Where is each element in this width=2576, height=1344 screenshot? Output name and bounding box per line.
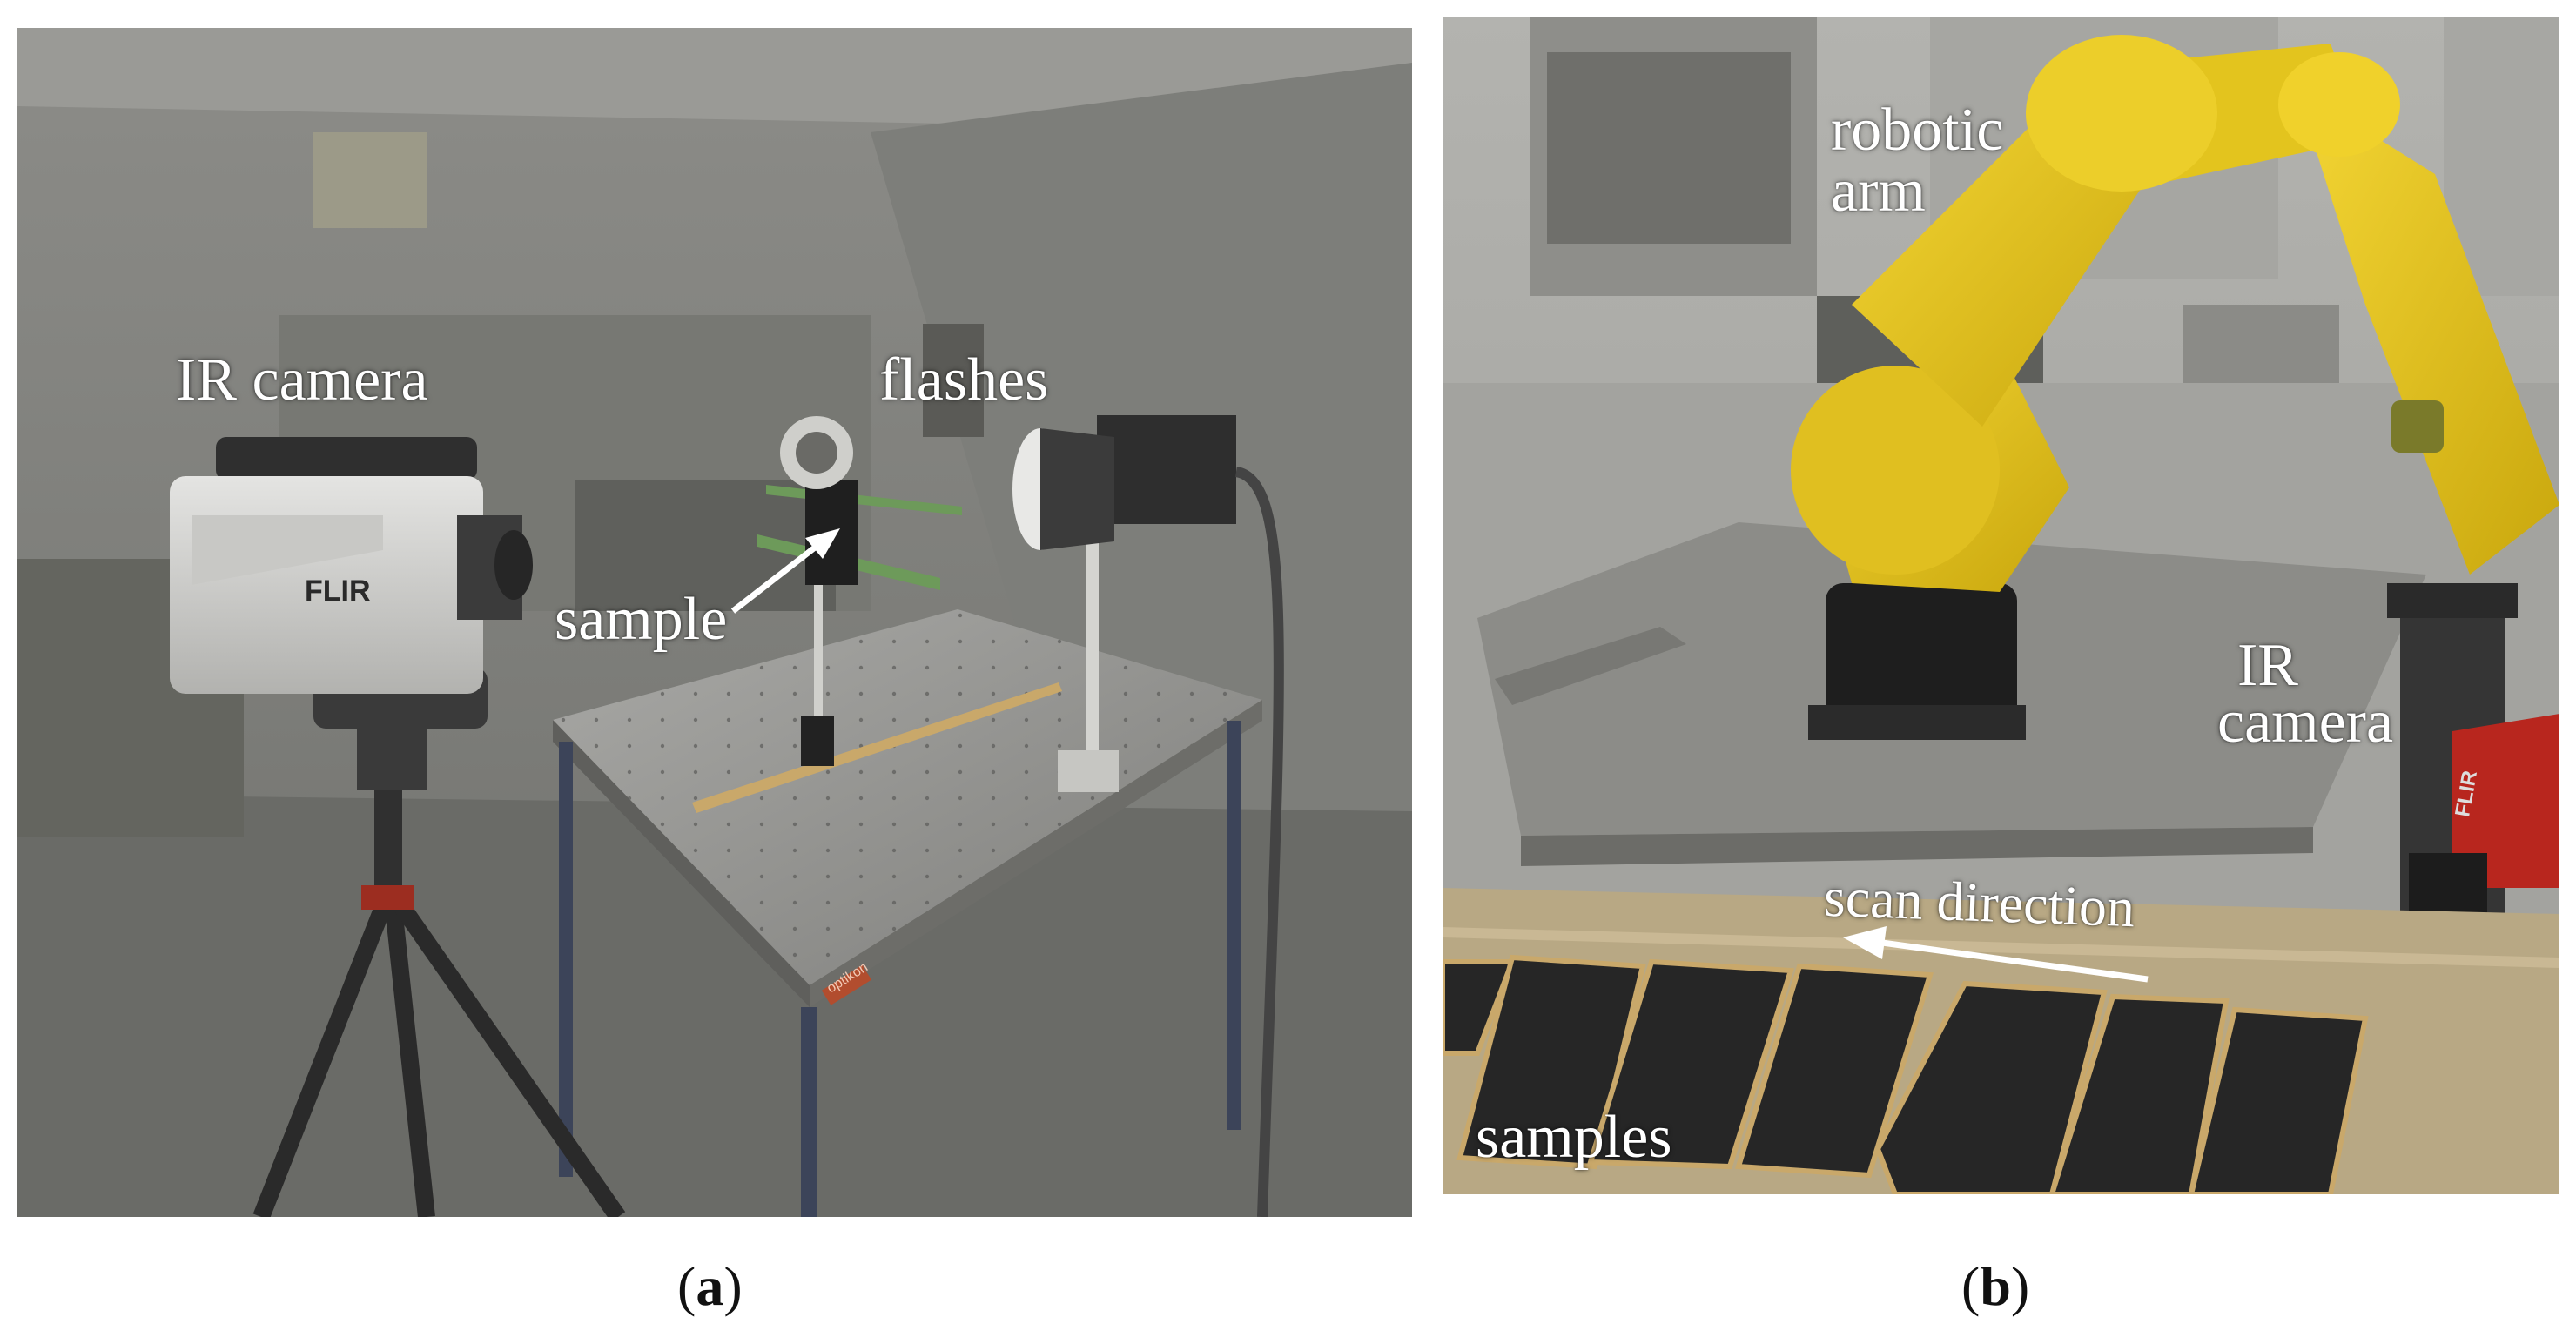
samples-label: samples bbox=[1476, 1104, 1672, 1171]
robot-setup-photo-b bbox=[1443, 17, 2559, 1194]
caption-a-close: ) bbox=[723, 1255, 743, 1317]
flashes-label: flashes bbox=[879, 346, 1049, 413]
scan-direction-label: scan direction bbox=[1822, 865, 2136, 939]
ir-camera-label-line2: camera bbox=[2217, 689, 2394, 756]
lab-setup-photo-a bbox=[17, 28, 1412, 1217]
sample-label: sample bbox=[555, 586, 728, 653]
ir-camera-label-line1: IR bbox=[2237, 632, 2298, 699]
caption-b-close: ) bbox=[2010, 1255, 2030, 1317]
caption-b-letter: b bbox=[1980, 1255, 2011, 1317]
camera-brand-label: FLIR bbox=[305, 575, 371, 608]
caption-b-open: ( bbox=[1961, 1255, 1981, 1317]
robotic-arm-label-line1: robotic bbox=[1831, 97, 2004, 164]
photo-panel-a: FLIR optikon IR camera flashes sample bbox=[17, 28, 1412, 1217]
caption-a-open: ( bbox=[677, 1255, 696, 1317]
robotic-arm-label-line2: arm bbox=[1831, 158, 1926, 225]
caption-a-letter: a bbox=[696, 1255, 724, 1317]
ir-camera-label: IR camera bbox=[176, 346, 428, 413]
caption-b: (b) bbox=[1961, 1259, 2029, 1314]
caption-a: (a) bbox=[677, 1259, 743, 1314]
photo-panel-b: FLIR robotic arm IR camera scan directio… bbox=[1443, 17, 2559, 1194]
